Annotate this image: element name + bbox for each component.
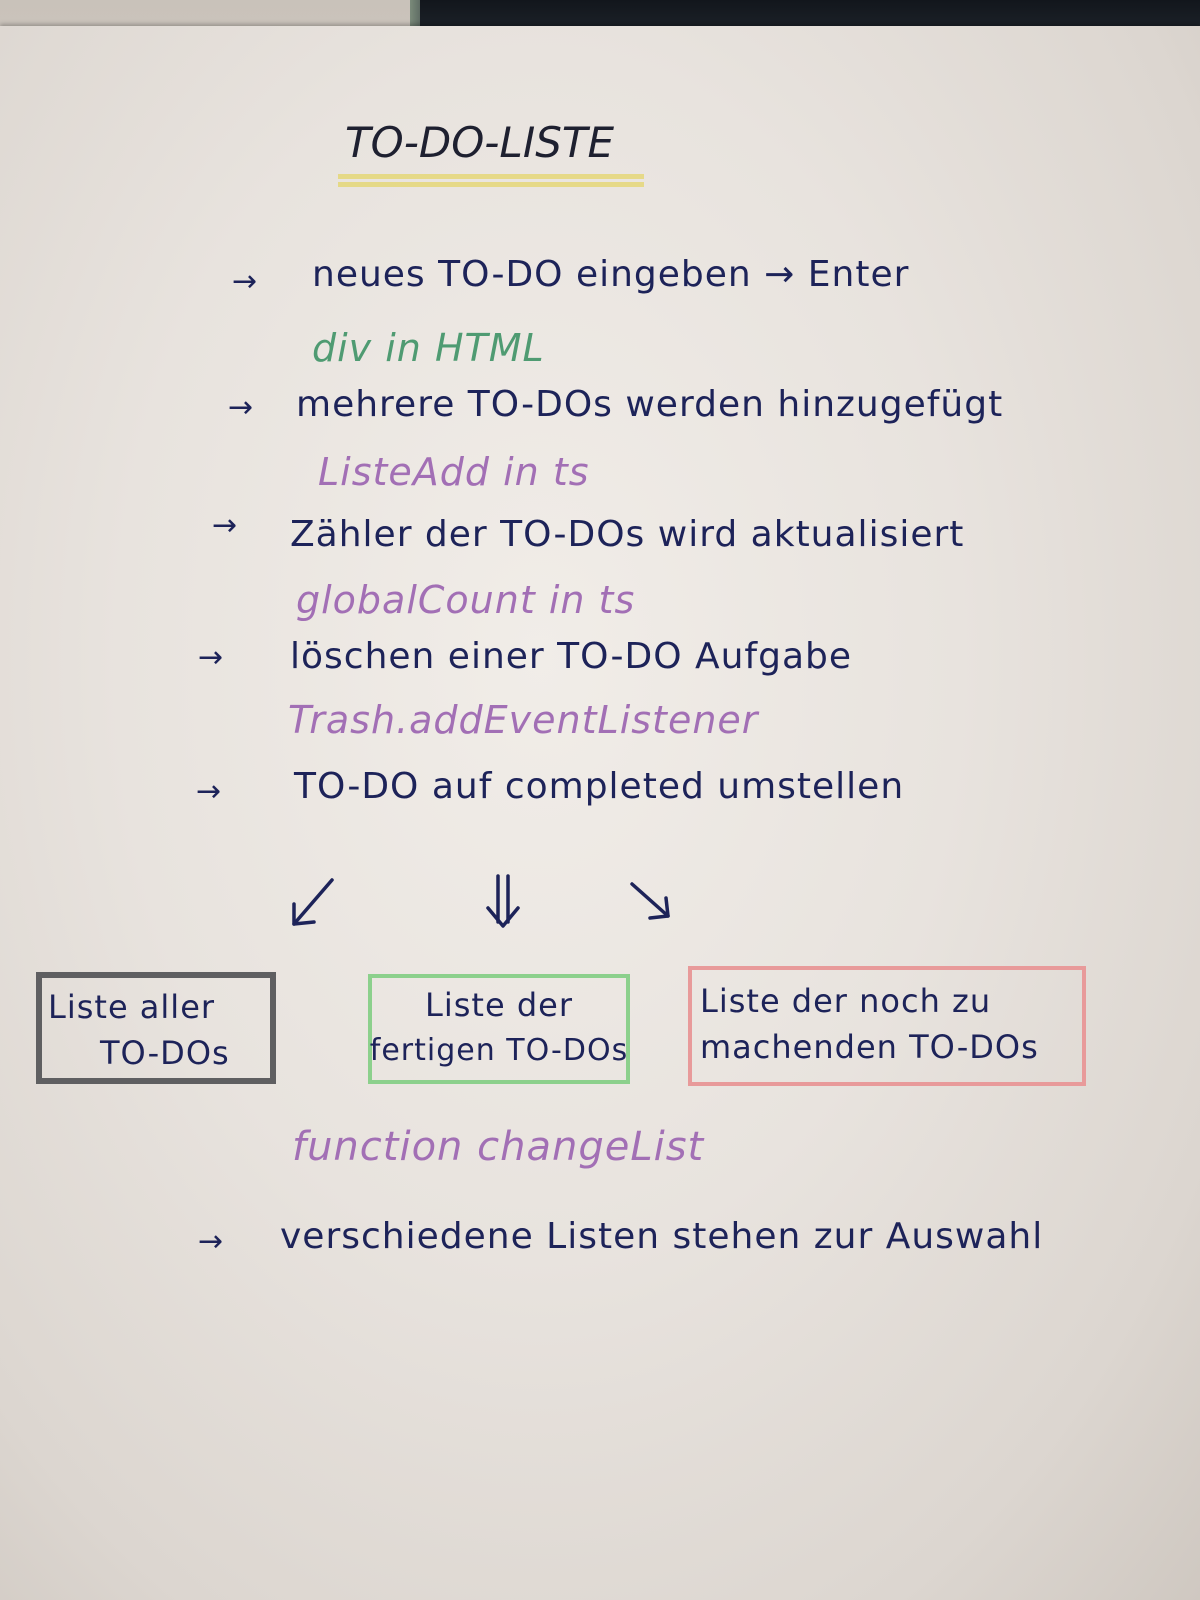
list-all-label: Liste aller TO-DOs	[48, 984, 248, 1076]
bullet-arrow: →	[198, 640, 224, 675]
item-2-text: mehrere TO-DOs werden hinzugefügt	[296, 384, 1004, 425]
bullet-arrow: →	[198, 1224, 224, 1259]
list-all-line2: TO-DOs	[100, 1034, 230, 1072]
arrow-right-head	[648, 896, 670, 920]
final-item-text: verschiedene Listen stehen zur Auswahl	[280, 1216, 1044, 1257]
list-all-line1: Liste aller	[48, 988, 216, 1026]
arrow-left-head	[292, 902, 316, 926]
item-3-code: globalCount in ts	[296, 578, 636, 622]
list-done-line2: fertigen TO-DOs	[369, 1033, 629, 1068]
bullet-arrow: →	[212, 508, 238, 543]
bullet-arrow: →	[228, 390, 254, 425]
list-todo-box	[688, 966, 1086, 1086]
item-4-code: Trash.addEventListener	[288, 698, 759, 742]
list-todo-line1: Liste der noch zu	[700, 982, 992, 1020]
list-all-box	[36, 972, 276, 1084]
item-5-text: TO-DO auf completed umstellen	[294, 766, 905, 807]
item-2-code: ListeAdd in ts	[318, 450, 590, 494]
function-note: function changeList	[292, 1124, 705, 1170]
list-todo-label: Liste der noch zu machenden TO-DOs	[700, 978, 1080, 1070]
bullet-arrow: →	[196, 774, 222, 809]
item-3-text: Zähler der TO-DOs wird aktualisiert	[290, 514, 965, 555]
arrow-right	[630, 882, 670, 918]
arrow-down-head	[486, 906, 520, 928]
item-4-text: löschen einer TO-DO Aufgabe	[290, 636, 853, 677]
list-todo-line2: machenden TO-DOs	[700, 1028, 1039, 1066]
paper-sheet: TO-DO-LISTE → neues TO-DO eingeben → Ent…	[0, 26, 1200, 1600]
bullet-arrow: →	[232, 264, 258, 299]
item-1-text: neues TO-DO eingeben → Enter	[312, 254, 910, 295]
branch-arrows	[292, 874, 670, 928]
list-done-line1: Liste der	[425, 986, 573, 1024]
list-done-box	[368, 974, 630, 1084]
item-1-code: div in HTML	[312, 326, 545, 370]
page-title: TO-DO-LISTE	[345, 118, 615, 167]
title-highlight	[338, 174, 644, 188]
arrow-left	[292, 878, 334, 926]
list-done-label: Liste der fertigen TO-DOs	[368, 982, 630, 1074]
